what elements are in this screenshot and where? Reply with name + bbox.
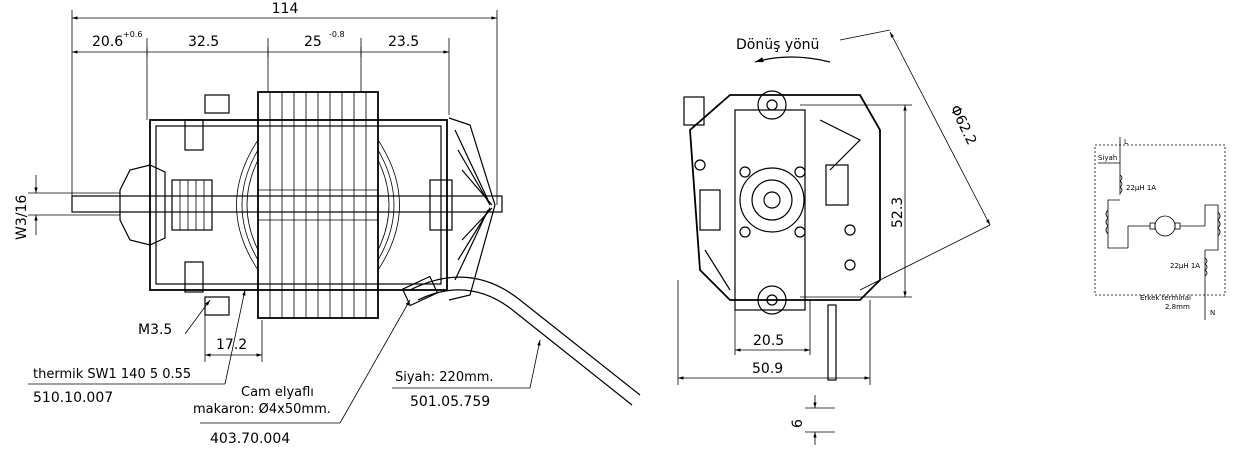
dim-lead: 6 (790, 395, 835, 445)
front-view: 114 20.6 +0.6 32.5 25 -0.8 23.5 W3/16 (14, 1, 641, 447)
schematic-ind1: 22μH 1A (1126, 184, 1156, 192)
dim-m3-5: M3.5 (138, 322, 172, 338)
dim-6: 6 (790, 419, 806, 428)
dim-diameter: Φ62.2 (946, 103, 979, 148)
dim-20-5: 20.5 (753, 333, 784, 349)
dim-20-6-tol: +0.6 (123, 30, 142, 39)
motor-body (71, 91, 641, 406)
dim-overall: 114 (272, 1, 299, 17)
siyah-code: 501.05.759 (410, 394, 490, 410)
dim-width-outer: 50.9 (677, 280, 871, 385)
dim-20-6: 20.6 (92, 34, 123, 50)
schematic-ind2: 22μH 1A (1170, 262, 1200, 270)
dim-50-9: 50.9 (752, 361, 783, 377)
cam-line2: makaron: Ø4x50mm. (193, 402, 331, 417)
dim-width-inner: 20.5 (734, 300, 811, 355)
dim-23-5: 23.5 (388, 34, 419, 50)
shaft-dim: W3/16 (14, 175, 120, 240)
dim-17-2: 17.2 (216, 337, 247, 353)
side-view: Dönüş yönü Φ62.2 (677, 29, 991, 445)
cam-code: 403.70.004 (210, 431, 290, 447)
dim-25: 25 (304, 34, 322, 50)
dim-32-5: 32.5 (188, 34, 219, 50)
schematic-erkek2: 2.8mm (1165, 303, 1190, 311)
schematic-L: L (1124, 138, 1128, 146)
dim-25-tol: -0.8 (329, 30, 345, 39)
dim-shaft: W3/16 (14, 195, 30, 240)
note-cam: Cam elyaflı makaron: Ø4x50mm. 403.70.004 (193, 299, 411, 447)
note-siyah: Siyah: 220mm. 501.05.759 (392, 339, 541, 410)
schematic-N: N (1210, 309, 1215, 317)
note-thermik: thermik SW1 140 5 0.55 510.10.007 (28, 289, 246, 406)
dim-bottom: 17.2 (204, 300, 263, 362)
wiring-schematic: L Siyah 22μH 1A 22μH 1A Erkek terminal 2… (1094, 137, 1226, 320)
schematic-erkek1: Erkek terminal (1140, 294, 1191, 302)
dim-52-3: 52.3 (890, 197, 906, 228)
schematic-siyah: Siyah (1098, 154, 1117, 162)
thermik-title: thermik SW1 140 5 0.55 (33, 367, 191, 382)
dim-height: 52.3 (800, 104, 912, 298)
side-body (683, 90, 881, 381)
thermik-code: 510.10.007 (33, 390, 113, 406)
siyah-label: Siyah: 220mm. (395, 370, 494, 385)
cam-line1: Cam elyaflı (241, 385, 314, 400)
rotation-label: Dönüş yönü (736, 37, 819, 53)
